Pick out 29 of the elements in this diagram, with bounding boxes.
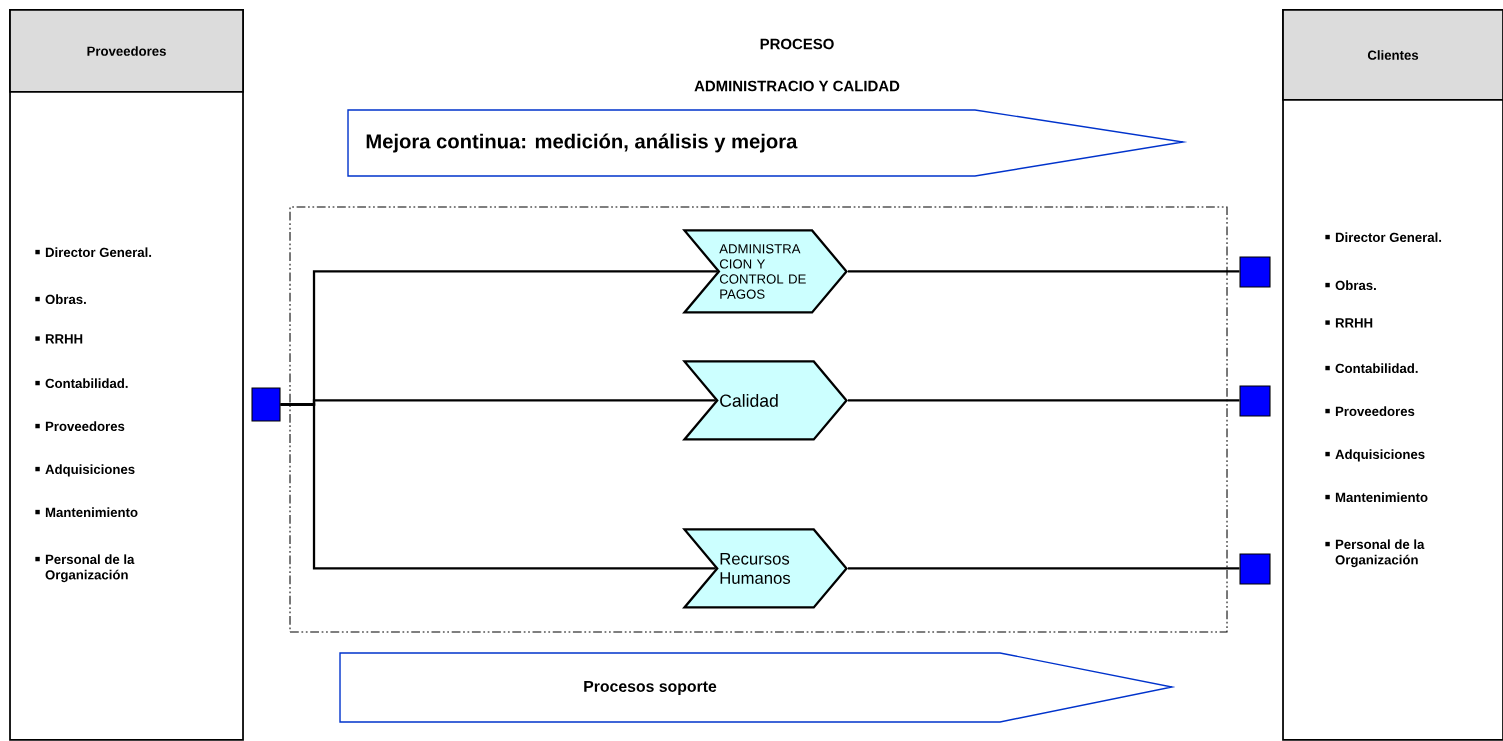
square-block bbox=[1239, 553, 1271, 585]
list-item: Adquisiciones bbox=[35, 464, 135, 477]
list-item: Mantenimiento bbox=[1325, 492, 1428, 503]
list-item: Proveedores bbox=[35, 421, 125, 432]
list-item: RRHH bbox=[1325, 318, 1373, 328]
header-band: Proveedores bbox=[9, 9, 244, 93]
title: PROCESO bbox=[760, 38, 834, 50]
connector-line bbox=[280, 403, 716, 570]
list-item: Proveedores bbox=[1325, 406, 1415, 417]
subtitle: ADMINISTRACIO Y CALIDAD bbox=[694, 80, 900, 92]
list-item: Director General. bbox=[1325, 232, 1442, 243]
list-item: Obras. bbox=[1325, 280, 1376, 291]
connector-line bbox=[848, 399, 1240, 402]
list-item: Director General. bbox=[35, 247, 152, 258]
connector-line bbox=[848, 270, 1240, 273]
square-block bbox=[251, 387, 281, 422]
list-item: Personal de la Organización bbox=[1325, 539, 1425, 568]
square-block bbox=[1239, 385, 1271, 417]
list-item: Personal de la Organización bbox=[35, 554, 135, 583]
square-block bbox=[1239, 256, 1271, 288]
connector-line bbox=[848, 567, 1240, 570]
list-item: Adquisiciones bbox=[1325, 449, 1425, 462]
header-band: Clientes bbox=[1282, 9, 1503, 101]
dashed-frame bbox=[289, 206, 1228, 633]
list-item: Contabilidad. bbox=[35, 378, 128, 389]
list-item: Obras. bbox=[35, 294, 86, 305]
list-item: Mantenimiento bbox=[35, 507, 138, 518]
list-item: RRHH bbox=[35, 334, 83, 344]
list-item: Contabilidad. bbox=[1325, 363, 1418, 374]
